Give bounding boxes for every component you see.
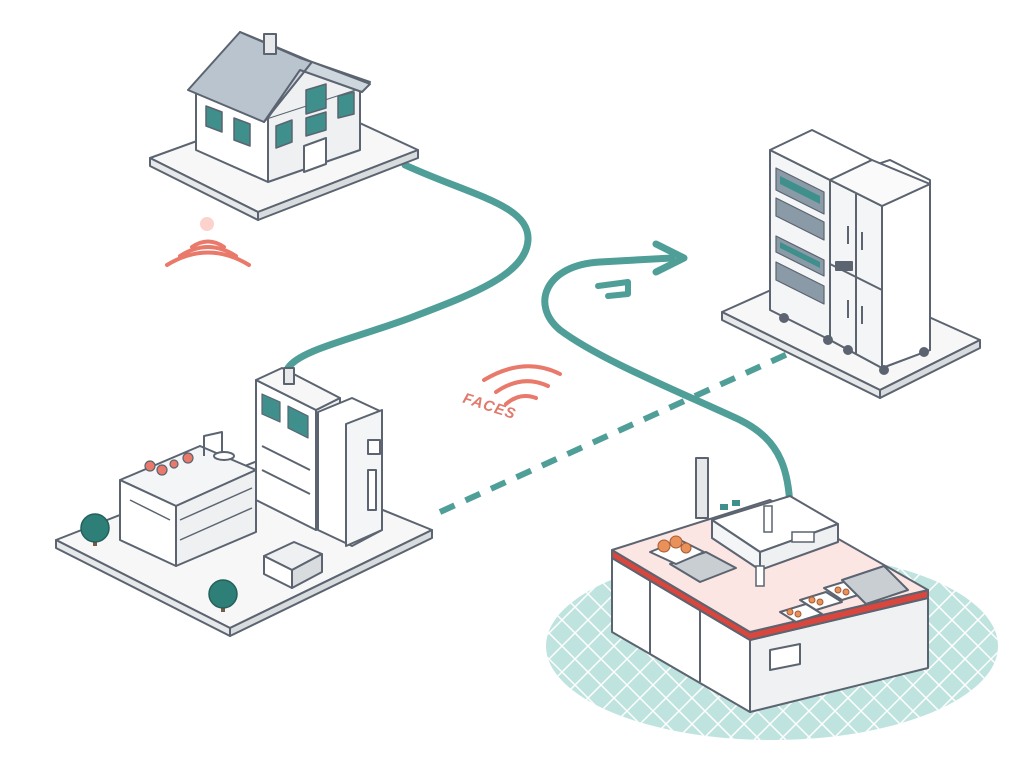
arrow-head bbox=[652, 240, 688, 276]
lab-to-server-dashed-link bbox=[438, 349, 794, 515]
lab-building-icon bbox=[55, 367, 433, 637]
tile-line bbox=[1000, 520, 1024, 768]
wifi-signal-icon bbox=[482, 364, 562, 406]
kitchen-to-server-link bbox=[541, 254, 794, 532]
server-cabinet-icon bbox=[721, 129, 981, 399]
small-connector-icon bbox=[595, 279, 631, 299]
house-icon bbox=[149, 31, 419, 221]
wifi-signal-icon bbox=[165, 217, 251, 267]
connections bbox=[284, 161, 794, 532]
house-to-lab-link bbox=[284, 161, 532, 372]
tree-icon bbox=[208, 579, 238, 612]
tree-icon bbox=[80, 513, 110, 546]
